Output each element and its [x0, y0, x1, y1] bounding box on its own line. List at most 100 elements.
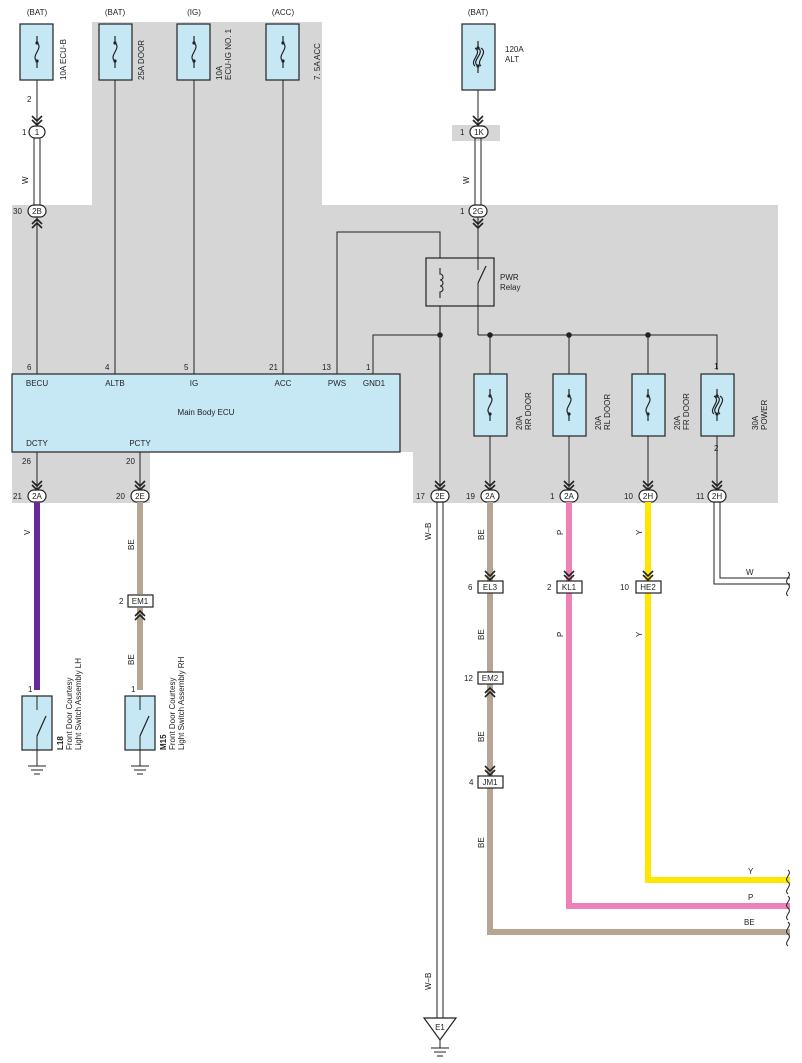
source-label: (BAT): [105, 8, 126, 17]
wire-color-label: Y: [748, 867, 754, 876]
pin-number: 2: [119, 597, 124, 606]
connector-2b-label: 2B: [32, 207, 42, 216]
fuse-rl-door-name: RL DOOR: [603, 394, 612, 430]
source-label: (BAT): [468, 8, 489, 17]
ecu-pin-ig: IG: [190, 379, 198, 388]
ecu-pin-dcty: DCTY: [26, 439, 48, 448]
pin-number: 11: [696, 492, 705, 501]
pin-number: 17: [416, 492, 425, 501]
main-body-ecu: [11, 373, 401, 453]
pin-number: 1: [28, 685, 33, 694]
pin-number: 5: [184, 363, 189, 372]
fuse-door-label: 25A DOOR: [137, 40, 146, 80]
ecu-pin-gnd1: GND1: [363, 379, 386, 388]
connector-he2: [635, 580, 662, 594]
connector-kl1: [556, 580, 583, 594]
relay-label-line1: PWR: [500, 273, 519, 282]
pin-number: 2: [27, 95, 32, 104]
pin-number: 20: [126, 457, 135, 466]
wire-p: [566, 502, 790, 909]
ecu-pin-altb: ALTB: [105, 379, 124, 388]
pwr-relay: [425, 257, 495, 307]
pin-number: 1: [550, 492, 555, 501]
connector-label: EM1: [132, 597, 149, 606]
switch-l18-code: L18: [56, 736, 65, 750]
connector-2g-label: 2G: [473, 207, 484, 216]
wire-color-label: W: [746, 568, 754, 577]
pin-number: 6: [468, 583, 473, 592]
connector-2h-power: [707, 489, 727, 503]
wire-w-power: [713, 502, 790, 585]
wire-color-label: BE: [127, 654, 136, 665]
wire-color-label: P: [556, 530, 565, 535]
connector-label: 2A: [485, 492, 495, 501]
pin-number: 12: [464, 674, 473, 683]
pin-number: 10: [624, 492, 633, 501]
connector-em1: [127, 594, 154, 608]
switch-m15-line2: Light Switch Assembly RH: [177, 656, 186, 750]
pin-number: 21: [13, 492, 22, 501]
fuse-ecu-ig-label-name: ECU-IG NO. 1: [224, 28, 233, 80]
pin-number: 1: [714, 362, 719, 371]
fusible-link-power-name: POWER: [760, 400, 769, 430]
pin-number: 1: [131, 685, 136, 694]
ecu-pin-acc: ACC: [275, 379, 292, 388]
relay-coil-icon: [439, 268, 444, 298]
connector-jm1: [477, 775, 504, 789]
wire-color-label: P: [748, 893, 753, 902]
wire-color-label: BE: [744, 918, 755, 927]
switch-l18-line1: Front Door Courtesy: [65, 678, 74, 750]
wire-color-label: W–B: [424, 523, 433, 540]
connector-2e-gnd: [430, 489, 450, 503]
pin-number: 30: [13, 207, 22, 216]
wire-color-label: BE: [477, 529, 486, 540]
pin-number: 20: [116, 492, 125, 501]
connector-el3: [477, 580, 504, 594]
wire-continuation-icon: [786, 895, 790, 921]
wire-color-label: W–B: [424, 973, 433, 990]
fuse-ecu-b-label: 10A ECU-B: [59, 39, 68, 80]
connector-label: 2E: [135, 492, 145, 501]
switch-l18-line2: Light Switch Assembly LH: [74, 658, 83, 750]
ecu-pin-pcty: PCTY: [129, 439, 151, 448]
ground-point-e1: [422, 1017, 458, 1042]
connector-label: 2H: [712, 492, 722, 501]
fusible-link-alt-amp: 120A: [505, 45, 524, 54]
wire-color-w: W: [21, 176, 30, 184]
wire-color-label: P: [556, 632, 565, 637]
wire-color-label: BE: [477, 837, 486, 848]
pin-number: 4: [469, 778, 474, 787]
wire-continuation-icon: [786, 869, 790, 895]
switch-m15-code: M15: [159, 734, 168, 750]
wire-color-label: BE: [477, 629, 486, 640]
pin-number: 1: [366, 363, 371, 372]
pin-number: 21: [269, 363, 278, 372]
fuse-rr-door-amp: 20A: [515, 415, 524, 430]
connector-label: EL3: [483, 583, 498, 592]
pin-number: 4: [105, 363, 110, 372]
pin-number: 1: [460, 207, 465, 216]
fuse-rr-door-name: RR DOOR: [524, 392, 533, 430]
pin-number: 1: [460, 128, 465, 137]
connector-label: 2A: [564, 492, 574, 501]
fuse-fr-door-name: FR DOOR: [682, 393, 691, 430]
wire-color-w: W: [462, 176, 471, 184]
fuse-ecu-ig: [176, 23, 211, 81]
pin-number: 19: [466, 492, 475, 501]
fusible-link-alt-name: ALT: [505, 55, 519, 64]
wire-color-label: BE: [477, 731, 486, 742]
connector-label: HE2: [640, 583, 656, 592]
fuse-acc-label: 7. 5A ACC: [313, 43, 322, 80]
connector-c1-label: 1: [35, 128, 40, 137]
source-label: (IG): [187, 8, 201, 17]
connector-label: 2A: [32, 492, 42, 501]
pin-number: 13: [322, 363, 331, 372]
switch-m15-line1: Front Door Courtesy: [168, 678, 177, 750]
connector-label: KL1: [562, 583, 577, 592]
pin-number: 2: [547, 583, 552, 592]
pin-number: 1: [22, 128, 27, 137]
source-label: (ACC): [272, 8, 295, 17]
wire-color-label: V: [23, 529, 32, 535]
fuse-fr-door-amp: 20A: [673, 415, 682, 430]
